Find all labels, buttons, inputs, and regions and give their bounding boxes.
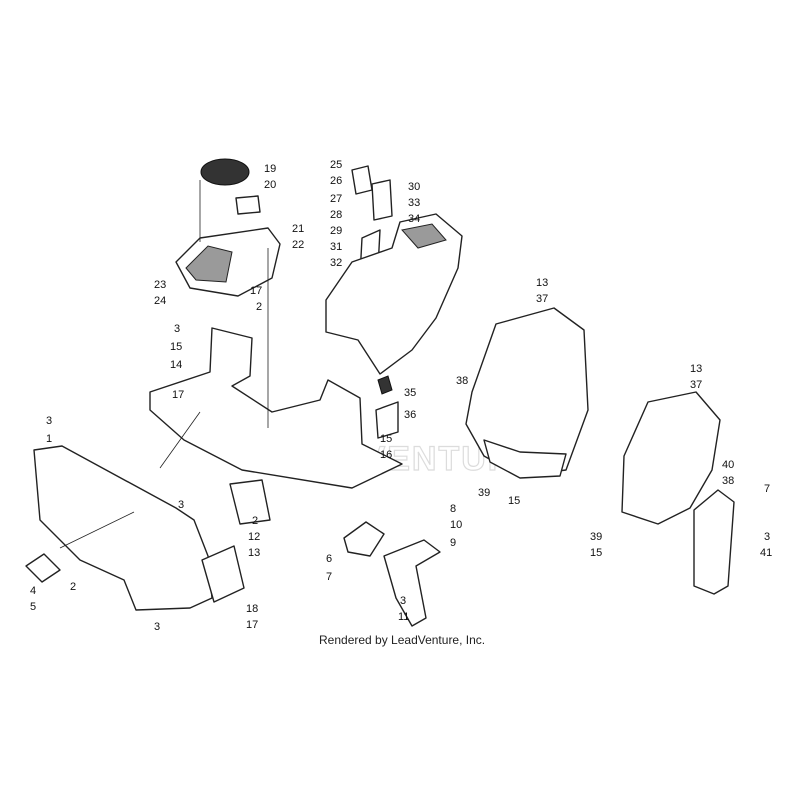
callout-37-side: 37 bbox=[690, 379, 702, 391]
callout-5: 5 bbox=[30, 601, 36, 613]
center-console-assembly bbox=[325, 165, 463, 375]
callout-13-mid: 13 bbox=[248, 547, 260, 559]
side-panel-part bbox=[621, 391, 721, 525]
callout-22: 22 bbox=[292, 239, 304, 251]
callout-32: 32 bbox=[330, 257, 342, 269]
callout-21: 21 bbox=[292, 223, 304, 235]
callout-7-side: 7 bbox=[764, 483, 770, 495]
floor-pan-part bbox=[149, 327, 403, 489]
callout-17-tray: 17 bbox=[250, 285, 262, 297]
callout-1: 1 bbox=[46, 433, 52, 445]
callout-33: 33 bbox=[408, 197, 420, 209]
console-body-part bbox=[325, 213, 463, 375]
callout-38-side: 38 bbox=[722, 475, 734, 487]
callout-3-front: 3 bbox=[46, 415, 52, 427]
callout-3-side: 3 bbox=[764, 531, 770, 543]
front-panel-part bbox=[33, 445, 213, 611]
callout-41: 41 bbox=[760, 547, 772, 559]
callout-7-bracket: 7 bbox=[326, 571, 332, 583]
callout-13-side: 13 bbox=[690, 363, 702, 375]
callout-35: 35 bbox=[404, 387, 416, 399]
callout-14: 14 bbox=[170, 359, 182, 371]
front-bracket-part bbox=[25, 553, 61, 583]
callout-36: 36 bbox=[404, 409, 416, 421]
callout-24: 24 bbox=[154, 295, 166, 307]
callout-25: 25 bbox=[330, 159, 342, 171]
front-panel-assembly bbox=[25, 445, 245, 611]
callout-10: 10 bbox=[450, 519, 462, 531]
callout-labels: 19 20 21 22 23 24 17 2 25 26 27 28 29 31… bbox=[30, 159, 772, 633]
callout-19: 19 bbox=[264, 163, 276, 175]
shift-plate-part bbox=[371, 179, 393, 221]
callout-31: 31 bbox=[330, 241, 342, 253]
callout-2-front: 2 bbox=[70, 581, 76, 593]
callout-15-box: 15 bbox=[508, 495, 520, 507]
callout-15-floor-b: 15 bbox=[380, 433, 392, 445]
callout-4: 4 bbox=[30, 585, 36, 597]
callout-18: 18 bbox=[246, 603, 258, 615]
grille-mat-part bbox=[200, 158, 250, 186]
callout-20: 20 bbox=[264, 179, 276, 191]
storage-box-base-part bbox=[483, 439, 567, 479]
callout-17-front: 17 bbox=[246, 619, 258, 631]
callout-38-box: 38 bbox=[456, 375, 468, 387]
tray-grille-part bbox=[185, 245, 233, 283]
callout-3-front-c: 3 bbox=[154, 621, 160, 633]
callout-39-side: 39 bbox=[590, 531, 602, 543]
credit-text: Rendered by LeadVenture, Inc. bbox=[319, 633, 485, 647]
console-logo-part bbox=[401, 223, 447, 249]
side-panel-assembly bbox=[621, 391, 735, 595]
callout-12: 12 bbox=[248, 531, 260, 543]
mid-bracket-part bbox=[229, 479, 271, 525]
side-trim-part bbox=[693, 489, 735, 595]
callout-13-box: 13 bbox=[536, 277, 548, 289]
callout-29: 29 bbox=[330, 225, 342, 237]
cup-insert-part bbox=[235, 195, 261, 215]
step-pad-lower-part bbox=[375, 401, 399, 439]
callout-27: 27 bbox=[330, 193, 342, 205]
callout-40: 40 bbox=[722, 459, 734, 471]
shift-boot-part bbox=[351, 165, 373, 195]
callout-8: 8 bbox=[450, 503, 456, 515]
floor-pan-assembly bbox=[149, 248, 403, 489]
small-bracket-part bbox=[343, 521, 385, 557]
callout-11: 11 bbox=[398, 611, 409, 623]
callout-34: 34 bbox=[408, 213, 420, 225]
callout-30: 30 bbox=[408, 181, 420, 193]
storage-box-assembly bbox=[465, 307, 589, 479]
callout-3-floor: 3 bbox=[174, 323, 180, 335]
mud-flap-part bbox=[383, 539, 441, 627]
callout-17-floor: 17 bbox=[172, 389, 184, 401]
callout-9: 9 bbox=[450, 537, 456, 549]
callout-15-side: 15 bbox=[590, 547, 602, 559]
callout-3-flap: 3 bbox=[400, 595, 406, 607]
cup-holder-assembly bbox=[175, 158, 281, 297]
callout-16: 16 bbox=[380, 449, 392, 461]
callout-6: 6 bbox=[326, 553, 332, 565]
callout-3-front-b: 3 bbox=[178, 499, 184, 511]
front-grille-part bbox=[201, 545, 245, 603]
callout-28: 28 bbox=[330, 209, 342, 221]
storage-box-part bbox=[465, 307, 589, 477]
callout-2-mid: 2 bbox=[252, 515, 258, 527]
callout-15-floor: 15 bbox=[170, 341, 182, 353]
callout-23: 23 bbox=[154, 279, 166, 291]
callout-37-box: 37 bbox=[536, 293, 548, 305]
step-pad-upper-part bbox=[377, 375, 393, 395]
callout-39-box: 39 bbox=[478, 487, 490, 499]
callout-2-tray: 2 bbox=[256, 301, 262, 313]
callout-26: 26 bbox=[330, 175, 342, 187]
